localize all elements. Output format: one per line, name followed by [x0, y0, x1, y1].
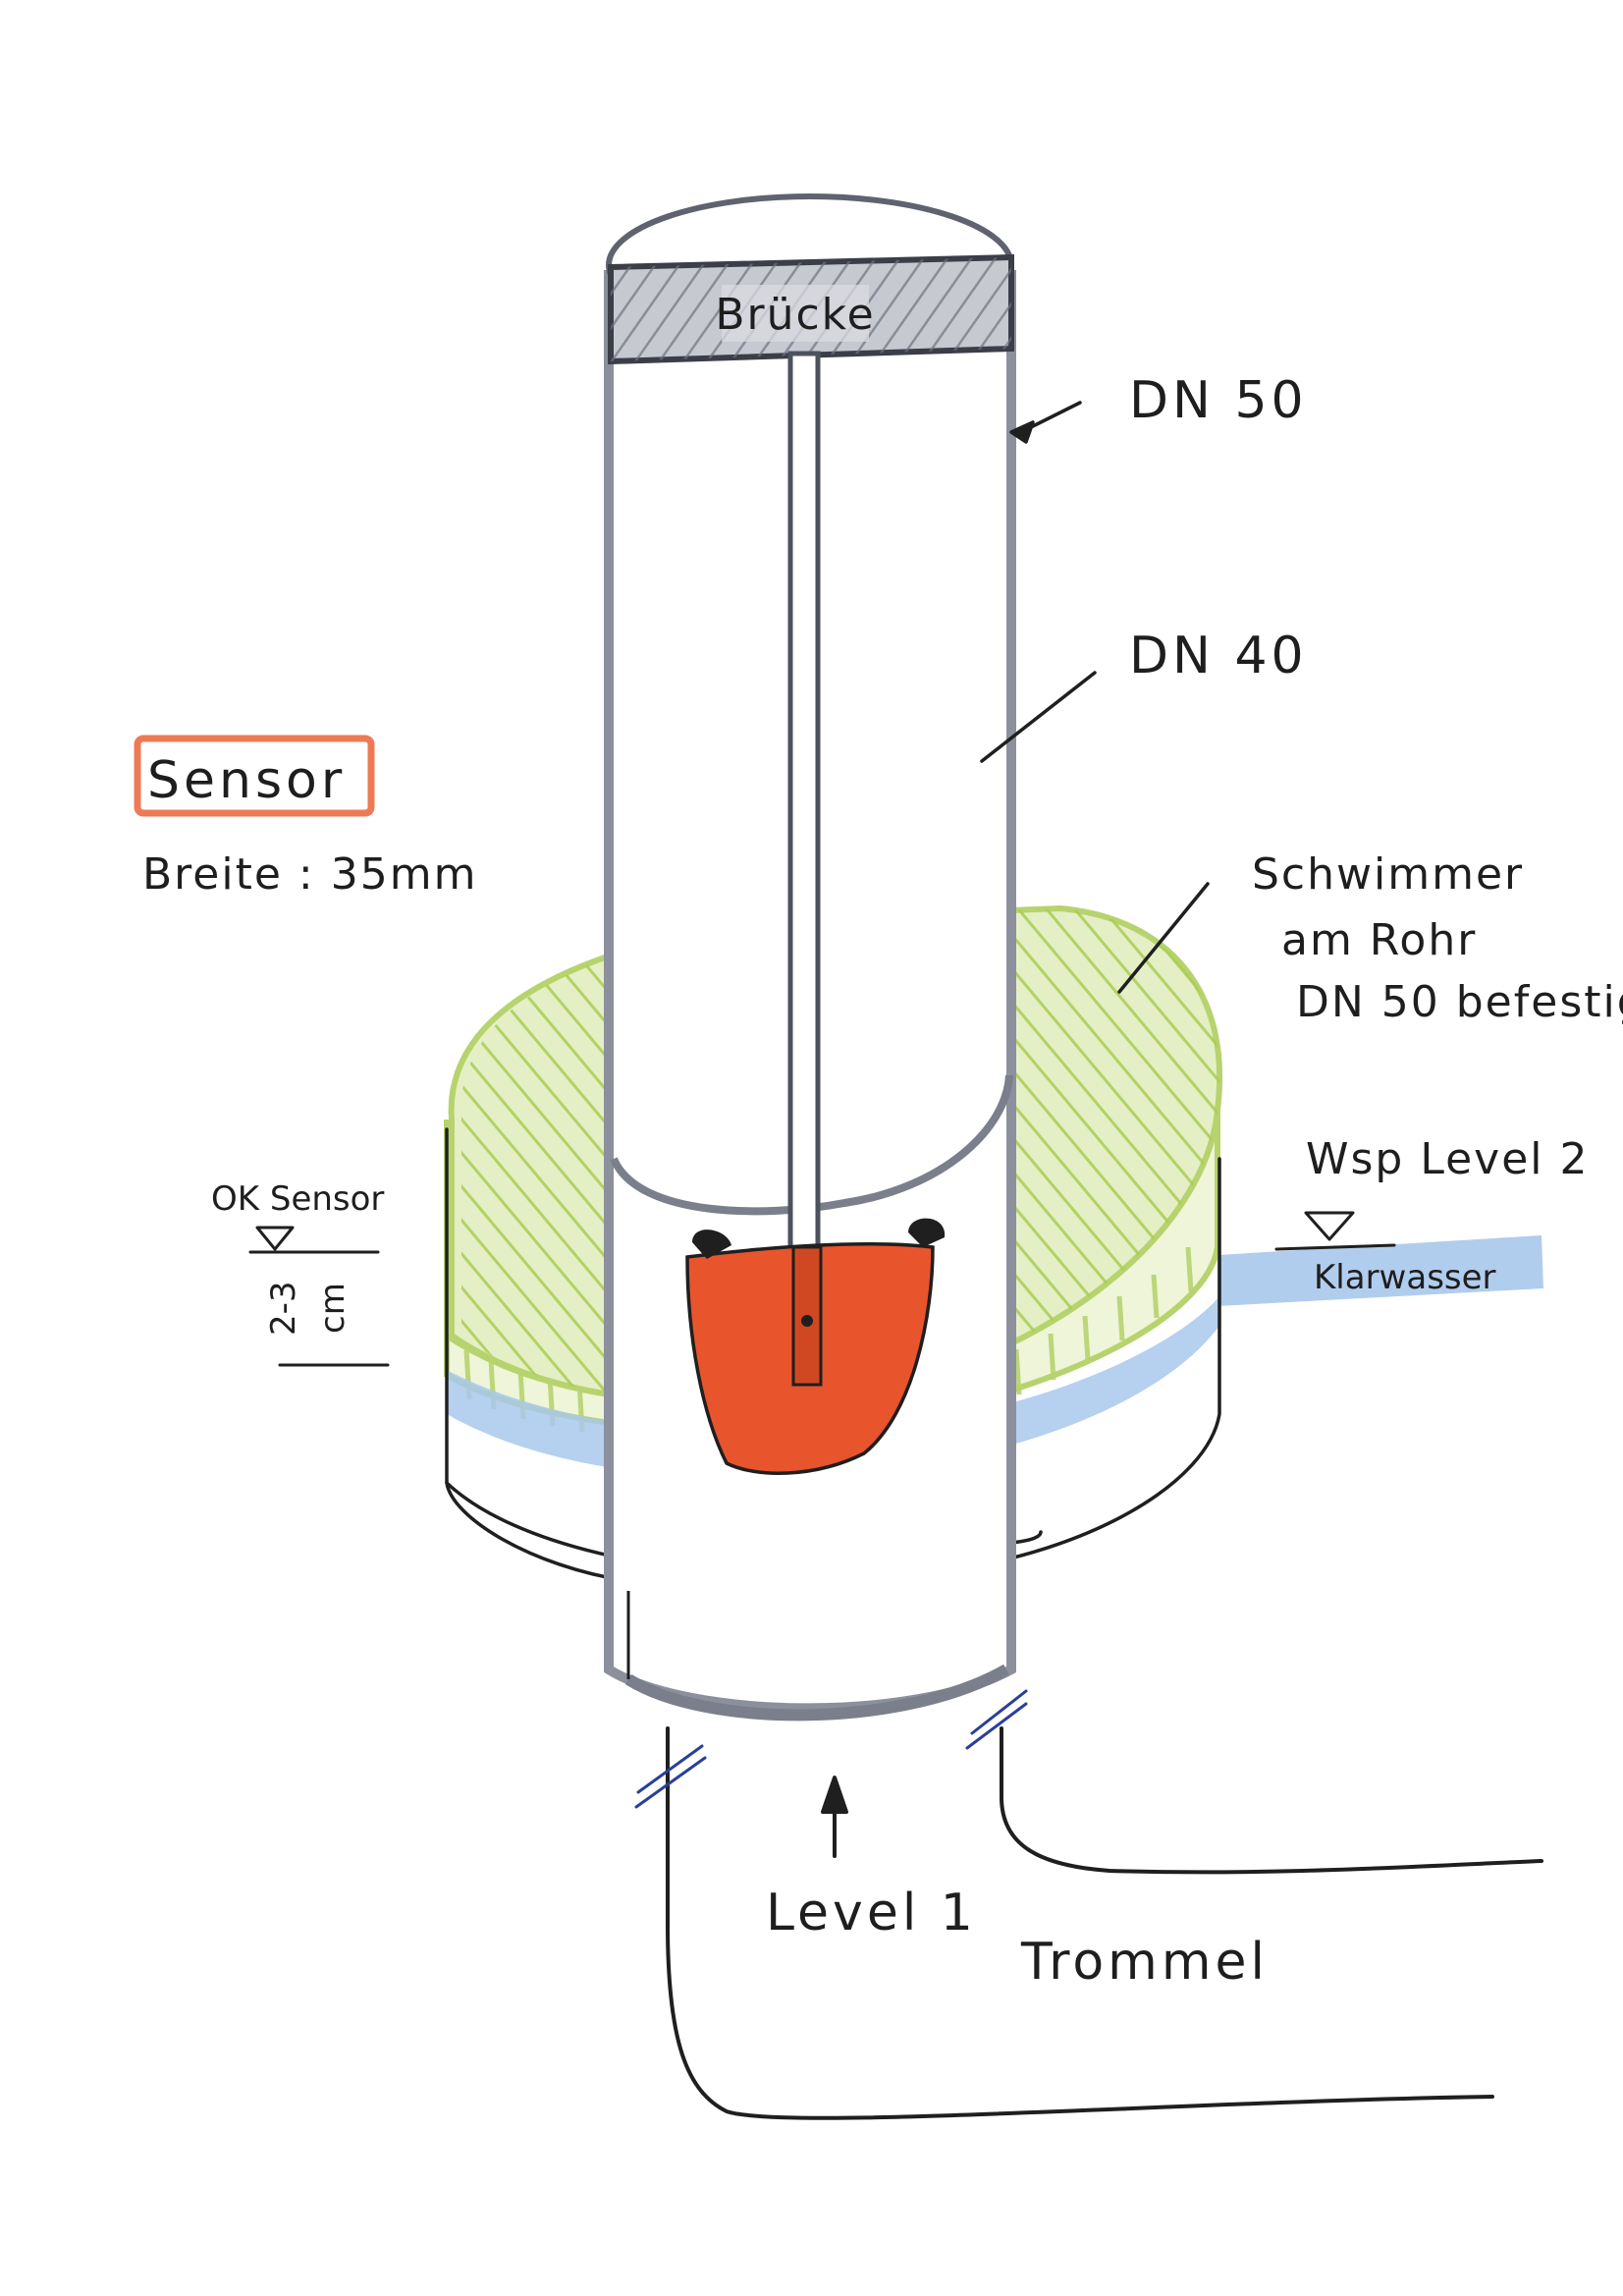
label-water-level-2: Wsp Level 2 [1306, 1134, 1589, 1184]
sensor-rod [787, 351, 821, 1388]
sensor-body [685, 1218, 946, 1475]
ok-sensor-marker [248, 1226, 390, 1367]
bridge: Brücke [608, 253, 1014, 365]
leader-lines [980, 401, 1210, 994]
annotation-labels: DN 50 DN 40 Sensor Breite : 35mm Schwimm… [142, 371, 1623, 1992]
water-band-right [1217, 1235, 1543, 1306]
sensor-title-box [134, 735, 375, 817]
label-inner-pipe: DN 40 [1129, 627, 1308, 685]
sensor-mount-left [692, 1230, 731, 1259]
label-sensor-width: Breite : 35mm [142, 849, 477, 900]
label-level-1: Level 1 [766, 1884, 977, 1942]
sensor-mount-right [908, 1218, 946, 1247]
label-clear-water: Klarwasser [1314, 1258, 1496, 1297]
drum-inlet [634, 1689, 1543, 2120]
label-offset-line2: cm [313, 1283, 352, 1334]
label-float-line3: DN 50 befestigt [1296, 977, 1623, 1027]
label-sensor-title: Sensor [147, 751, 346, 810]
water-level-2-marker [1274, 1211, 1396, 1251]
label-float-line1: Schwimmer [1252, 849, 1524, 900]
label-drum: Trommel [1020, 1933, 1269, 1992]
label-top-sensor: OK Sensor [211, 1179, 384, 1219]
break-marks [634, 1689, 1028, 1809]
label-float-line2: am Rohr [1281, 915, 1477, 965]
bridge-label: Brücke [715, 290, 875, 340]
label-outer-pipe: DN 50 [1129, 371, 1308, 430]
label-offset-line1: 2-3 [264, 1281, 303, 1336]
